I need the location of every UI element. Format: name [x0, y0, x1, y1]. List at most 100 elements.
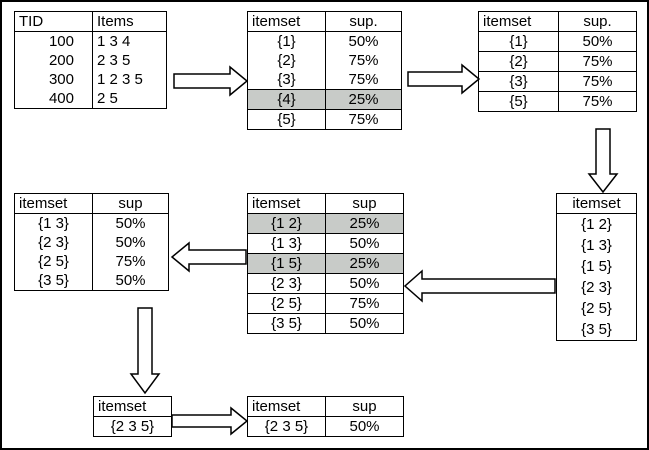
support-cell: 50%: [92, 271, 169, 291]
tid-cell: 200: [14, 51, 93, 70]
support-header: sup: [92, 193, 169, 214]
itemset-cell: {2}: [478, 51, 559, 72]
table-row: {2 5} 75%: [247, 293, 404, 314]
table-row: {5} 75%: [478, 91, 637, 112]
arrow-down-icon: [129, 307, 161, 395]
table-header-row: itemset: [556, 193, 637, 214]
table-row: {1} 50%: [247, 31, 402, 51]
table-header-row: itemset sup.: [247, 11, 402, 32]
table-row: {3} 75%: [247, 70, 402, 90]
support-cell: 75%: [558, 71, 637, 92]
tid-cell: 300: [14, 70, 93, 89]
arrow-left-icon: [403, 269, 556, 303]
table-row: {2 3} 50%: [247, 273, 404, 294]
table-row: {1 3} 50%: [14, 213, 169, 233]
support-cell: 75%: [325, 70, 402, 90]
itemset-cell: {2 3 5}: [93, 416, 172, 437]
table-header-row: TID Items: [14, 11, 167, 32]
table-row: 400 2 5: [14, 89, 167, 109]
l3-frequent-table: itemset sup {2 3 5} 50%: [247, 396, 404, 437]
c1-support-table: itemset sup. {1} 50% {2} 75% {3} 75% {4}…: [247, 11, 402, 130]
table-row: {1} 50%: [478, 31, 637, 52]
table-row: {3 5} 50%: [247, 313, 404, 334]
table-header-row: itemset sup: [14, 193, 169, 214]
support-cell: 50%: [92, 213, 169, 233]
arrow-right-icon: [171, 406, 249, 436]
list-item: {1 2}: [556, 213, 637, 235]
itemset-cell: {1 3}: [14, 213, 93, 233]
itemset-cell: {3 5}: [14, 271, 93, 291]
itemset-cell: {1 2}: [247, 213, 326, 234]
itemset-cell: {1}: [247, 31, 326, 51]
pruned-row: {1 2} 25%: [247, 213, 404, 234]
c3-candidates-table: itemset {2 3 5}: [93, 396, 172, 437]
table-header-row: itemset sup.: [478, 11, 637, 32]
c2-candidates-table: itemset {1 2} {1 3} {1 5} {2 3} {2 5} {3…: [556, 193, 637, 341]
support-cell: 50%: [325, 31, 402, 51]
list-item: {2 3}: [556, 277, 637, 298]
itemset-cell: {2 5}: [247, 293, 326, 314]
itemset-cell: {1 5}: [556, 256, 637, 277]
support-header: sup.: [558, 11, 637, 32]
itemset-header: itemset: [247, 193, 326, 214]
arrow-down-icon: [587, 128, 619, 194]
arrow-left-icon: [170, 241, 247, 273]
support-cell: 75%: [325, 109, 402, 130]
itemset-cell: {1 3}: [556, 235, 637, 256]
itemset-cell: {2 3}: [247, 273, 326, 294]
itemset-header: itemset: [14, 193, 93, 214]
tid-header: TID: [14, 11, 93, 32]
pruned-row: {4} 25%: [247, 89, 402, 110]
table-header-row: itemset sup: [247, 193, 404, 214]
table-row: {2} 75%: [247, 51, 402, 70]
support-cell: 75%: [325, 51, 402, 70]
table-row: {3 5} 50%: [14, 271, 169, 291]
itemset-cell: {3 5}: [556, 319, 637, 341]
itemset-header: itemset: [247, 11, 326, 32]
table-row: 200 2 3 5: [14, 51, 167, 70]
list-item: {2 3 5}: [93, 416, 172, 437]
transactions-table: TID Items 100 1 3 4 200 2 3 5 300 1 2 3 …: [14, 11, 167, 109]
pruned-row: {1 5} 25%: [247, 253, 404, 274]
items-header: Items: [92, 11, 167, 32]
list-item: {2 5}: [556, 298, 637, 319]
support-header: sup: [325, 396, 404, 417]
table-row: {5} 75%: [247, 109, 402, 130]
itemset-cell: {2 5}: [14, 252, 93, 271]
itemset-cell: {3}: [247, 70, 326, 90]
support-cell: 50%: [558, 31, 637, 52]
items-cell: 2 5: [92, 89, 167, 109]
arrow-right-icon: [173, 65, 249, 97]
arrow-right-icon: [407, 63, 481, 95]
items-cell: 2 3 5: [92, 51, 167, 70]
itemset-cell: {1 2}: [556, 213, 637, 235]
support-cell: 50%: [325, 273, 404, 294]
support-cell: 75%: [92, 252, 169, 271]
l2-frequent-table: itemset sup {1 3} 50% {2 3} 50% {2 5} 75…: [14, 193, 169, 291]
support-cell: 50%: [92, 233, 169, 252]
table-row: {2} 75%: [478, 51, 637, 72]
items-cell: 1 3 4: [92, 31, 167, 51]
list-item: {1 3}: [556, 235, 637, 256]
table-row: 100 1 3 4: [14, 31, 167, 51]
tid-cell: 400: [14, 89, 93, 109]
itemset-cell: {1 5}: [247, 253, 326, 274]
itemset-cell: {1 3}: [247, 233, 326, 254]
table-row: {2 3 5} 50%: [247, 416, 404, 437]
list-item: {1 5}: [556, 256, 637, 277]
support-header: sup.: [325, 11, 402, 32]
table-row: {2 3} 50%: [14, 233, 169, 252]
support-cell: 25%: [325, 253, 404, 274]
table-row: {2 5} 75%: [14, 252, 169, 271]
l1-frequent-table: itemset sup. {1} 50% {2} 75% {3} 75% {5}…: [478, 11, 637, 112]
support-cell: 50%: [325, 416, 404, 437]
itemset-cell: {3 5}: [247, 313, 326, 334]
table-row: 300 1 2 3 5: [14, 70, 167, 89]
items-cell: 1 2 3 5: [92, 70, 167, 89]
support-cell: 75%: [558, 91, 637, 112]
itemset-header: itemset: [556, 193, 637, 214]
list-item: {3 5}: [556, 319, 637, 341]
c2-support-table: itemset sup {1 2} 25% {1 3} 50% {1 5} 25…: [247, 193, 404, 334]
